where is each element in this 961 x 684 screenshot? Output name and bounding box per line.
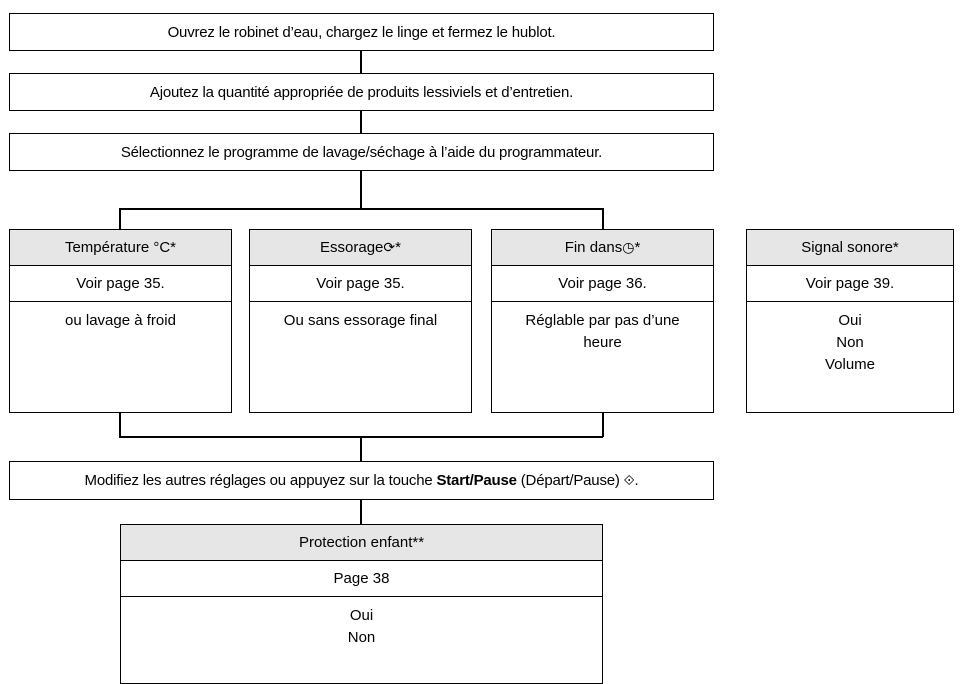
spin-icon: ⟳ <box>383 239 396 256</box>
step-start-pause: Modifiez les autres réglages ou appuyez … <box>9 461 714 500</box>
child-lock-page: Page 38 <box>121 561 602 597</box>
option-sound-signal: Signal sonore* Voir page 39. Oui Non Vol… <box>746 229 954 413</box>
option-temperature-title: Température °C* <box>10 230 231 266</box>
option-end-time-title: Fin dans ◷* <box>492 230 713 266</box>
step-text-part: (Départ/Pause) <box>516 472 624 489</box>
connector <box>119 413 121 437</box>
step-start-pause-text: Modifiez les autres réglages ou appuyez … <box>85 472 639 489</box>
connector <box>360 51 362 73</box>
option-page-text: Voir page 39. <box>805 275 895 292</box>
option-line: Volume <box>824 356 876 373</box>
connector <box>360 500 362 524</box>
child-lock-title: Protection enfant** <box>121 525 602 561</box>
option-temperature-body: ou lavage à froid <box>10 302 231 332</box>
option-title-text: Fin dans <box>564 239 623 256</box>
option-sound-signal-page: Voir page 39. <box>747 266 953 302</box>
option-page-text: Voir page 35. <box>316 275 405 292</box>
step-select-program-text: Sélectionnez le programme de lavage/séch… <box>120 143 603 161</box>
start-pause-icon: ⟐ <box>623 473 635 489</box>
option-end-time-body: Réglable par pas d’une heure <box>492 302 713 354</box>
connector <box>602 208 604 229</box>
step-select-program: Sélectionnez le programme de lavage/séch… <box>9 133 714 171</box>
option-spin-body: Ou sans essorage final <box>250 302 471 332</box>
option-end-time: Fin dans ◷* Voir page 36. Réglable par p… <box>491 229 714 413</box>
step-text-part: . <box>634 472 639 489</box>
connector <box>119 208 121 229</box>
option-line: ou lavage à froid <box>65 312 176 329</box>
child-lock-title-text: Protection enfant** <box>298 534 425 551</box>
option-line: Ou sans essorage final <box>283 312 438 329</box>
option-line: Non <box>836 334 864 351</box>
child-lock-page-text: Page 38 <box>333 570 390 587</box>
option-sound-signal-title: Signal sonore* <box>747 230 953 266</box>
option-title-suffix: * <box>634 239 641 256</box>
option-end-time-page: Voir page 36. <box>492 266 713 302</box>
child-lock-body: Oui Non <box>121 597 602 649</box>
connector <box>360 436 362 461</box>
option-sound-signal-body: Oui Non Volume <box>747 302 953 376</box>
option-spin: Essorage ⟳* Voir page 35. Ou sans essora… <box>249 229 472 413</box>
step-add-detergent-text: Ajoutez la quantité appropriée de produi… <box>149 83 574 101</box>
option-temperature: Température °C* Voir page 35. ou lavage … <box>9 229 232 413</box>
connector <box>360 171 362 209</box>
step-add-detergent: Ajoutez la quantité appropriée de produi… <box>9 73 714 111</box>
option-line: heure <box>583 334 622 351</box>
step-open-tap-text: Ouvrez le robinet d’eau, chargez le ling… <box>167 23 556 41</box>
option-spin-page: Voir page 35. <box>250 266 471 302</box>
option-temperature-page: Voir page 35. <box>10 266 231 302</box>
start-pause-label: Start/Pause <box>436 472 517 489</box>
option-spin-title: Essorage ⟳* <box>250 230 471 266</box>
connector <box>602 413 604 437</box>
option-title-text: Signal sonore* <box>801 239 899 256</box>
branch-line-top <box>119 208 603 210</box>
step-text-part: Modifiez les autres réglages ou appuyez … <box>84 472 437 489</box>
option-title-text: Essorage <box>320 239 384 256</box>
option-page-text: Voir page 35. <box>76 275 165 292</box>
option-line: Réglable par pas d’une <box>525 312 680 329</box>
child-lock: Protection enfant** Page 38 Oui Non <box>120 524 603 684</box>
option-line: Non <box>347 629 376 646</box>
option-page-text: Voir page 36. <box>558 275 647 292</box>
option-title-text: Température °C* <box>64 239 177 256</box>
option-line: Oui <box>838 312 862 329</box>
option-title-suffix: * <box>395 239 401 256</box>
connector <box>360 111 362 133</box>
option-line: Oui <box>349 607 374 624</box>
step-open-tap: Ouvrez le robinet d’eau, chargez le ling… <box>9 13 714 51</box>
clock-icon: ◷ <box>622 239 635 256</box>
